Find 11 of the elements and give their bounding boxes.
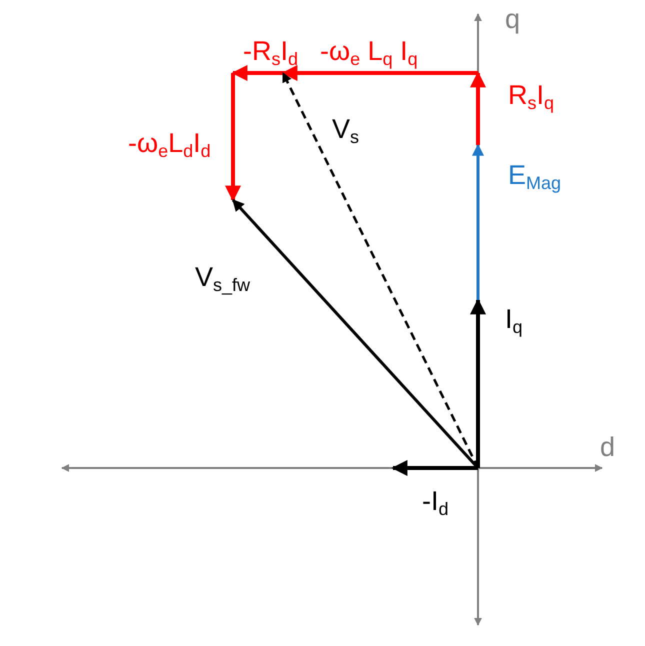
vector-label: -R$_{s}$I$_{d}$ [243, 38, 298, 68]
vector-label: E$_{Mag}$ [508, 162, 562, 192]
vector-label: -I$_{d}$ [422, 488, 449, 518]
vector-label: V$_{s_fw}$ [195, 264, 250, 294]
vector-label: -ω$_{e}$L$_{d}$I$_{d}$ [128, 130, 211, 160]
vector-label: V$_{s}$ [332, 116, 360, 146]
vector-label: R$_{s}$I$_{q}$ [508, 82, 554, 112]
vector-label: I$_{q}$ [505, 306, 523, 336]
vector-label: -ω$_{e}$ L$_{q}$ I$_{q}$ [320, 38, 418, 68]
axis-label: q [505, 6, 520, 33]
axis-label: d [600, 434, 616, 461]
